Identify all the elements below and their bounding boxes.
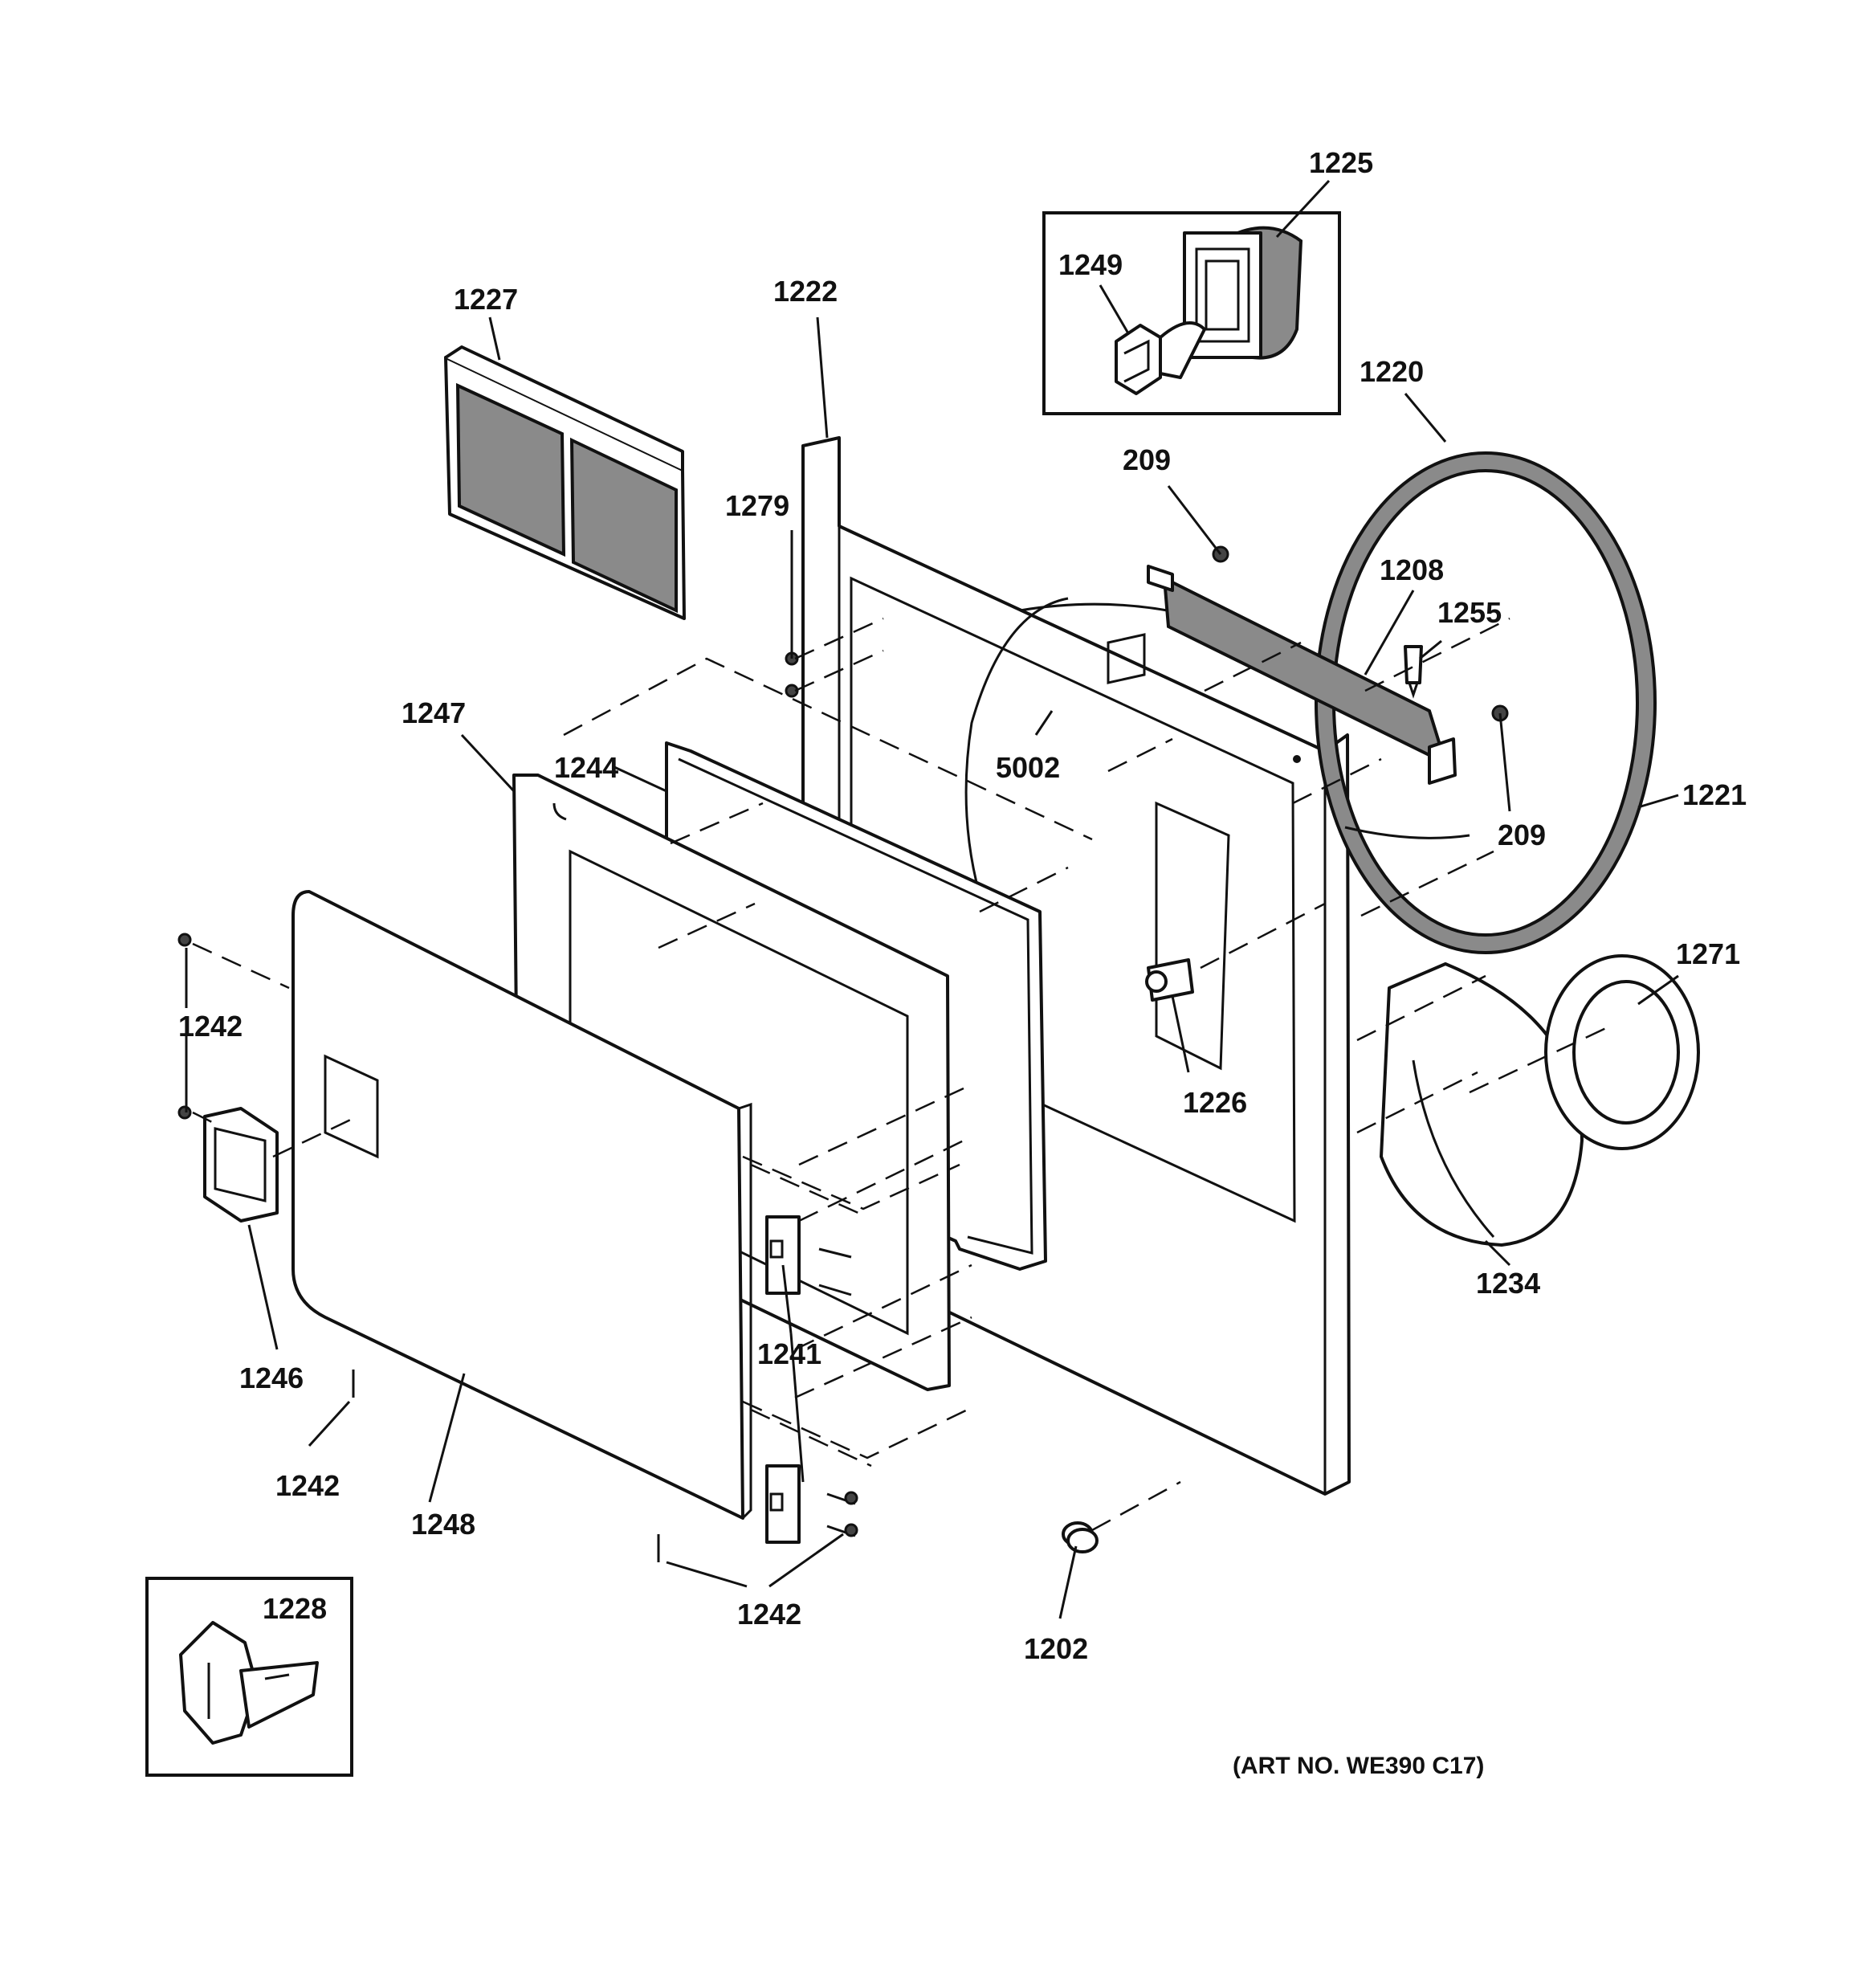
part-1248-outer-door — [291, 890, 752, 1520]
label-1244: 1244 — [554, 751, 618, 784]
label-1242-left: 1242 — [178, 1010, 243, 1043]
label-1221: 1221 — [1682, 778, 1747, 811]
leader-lines — [185, 179, 1679, 1619]
label-1226: 1226 — [1183, 1086, 1247, 1119]
label-1225: 1225 — [1309, 146, 1373, 179]
alignment-lines — [192, 617, 1607, 1532]
art-number: (ART NO. WE390 C17) — [1233, 1753, 1484, 1779]
part-1249-clip — [1115, 321, 1206, 395]
label-1247: 1247 — [402, 696, 466, 729]
label-209-top: 209 — [1123, 443, 1171, 476]
label-1208: 1208 — [1380, 553, 1444, 586]
part-1246-handle — [203, 1107, 279, 1223]
part-1225-housing — [1183, 226, 1303, 360]
part-1241-hinge-lower — [765, 1464, 856, 1544]
part-1242-screws — [177, 933, 858, 1562]
label-1248: 1248 — [411, 1508, 475, 1541]
part-1234-duct — [1380, 962, 1584, 1247]
label-1234: 1234 — [1476, 1267, 1540, 1300]
label-1227: 1227 — [454, 283, 518, 316]
part-1241-hinge-upper — [765, 1215, 852, 1296]
label-1246: 1246 — [239, 1361, 304, 1394]
part-1271-duct-ring — [1544, 954, 1700, 1150]
label-1228: 1228 — [263, 1592, 327, 1625]
label-1242-lower-left: 1242 — [275, 1469, 340, 1502]
inset-box-seal-parts — [1042, 211, 1341, 415]
part-1228-bracket — [179, 1621, 319, 1745]
label-5002: 5002 — [996, 751, 1060, 784]
label-1220: 1220 — [1360, 355, 1424, 388]
label-1222: 1222 — [773, 275, 838, 308]
part-1255-fastener — [1404, 645, 1423, 699]
label-1279: 1279 — [725, 489, 789, 522]
label-209-right: 209 — [1498, 818, 1546, 851]
label-1242-bottom: 1242 — [737, 1598, 801, 1631]
label-1202: 1202 — [1024, 1632, 1088, 1665]
label-1241: 1241 — [757, 1337, 821, 1370]
part-1226-switch — [1145, 958, 1194, 1002]
label-1249: 1249 — [1058, 248, 1123, 281]
label-1271: 1271 — [1676, 937, 1740, 970]
label-1255: 1255 — [1437, 596, 1502, 629]
part-1208-filter-housing — [1147, 565, 1470, 839]
part-labels: 1225 1249 1227 1222 1220 209 1279 1208 1… — [178, 146, 1747, 1779]
part-1202-plug-button — [1062, 1521, 1099, 1553]
part-1227-lint-filter — [444, 345, 686, 620]
inset-box-part-1228 — [145, 1577, 353, 1777]
